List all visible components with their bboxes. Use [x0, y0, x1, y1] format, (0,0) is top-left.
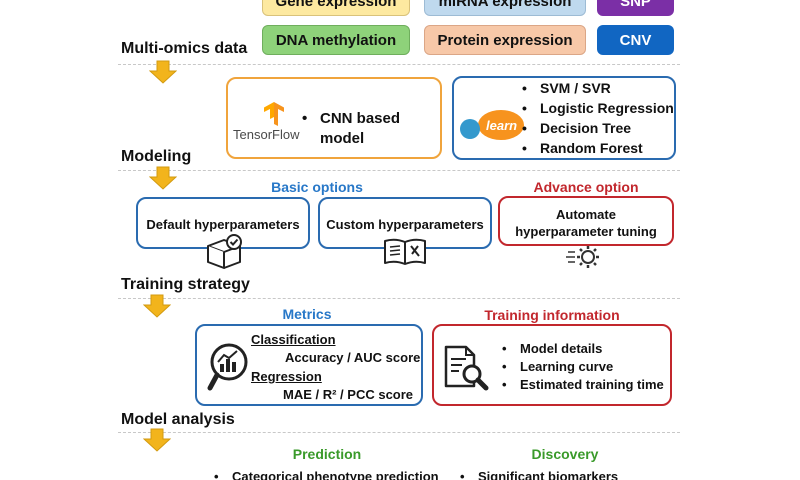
sklearn-item: Logistic Regression: [520, 98, 674, 118]
mirna-expression-label: miRNA expression: [438, 0, 572, 10]
tensorflow-logo-icon: [264, 102, 284, 126]
document-search-icon: [444, 345, 489, 391]
stage-multiomics-label: Multi-omics data: [121, 40, 248, 57]
cnv-label: CNV: [619, 31, 652, 49]
down-arrow-icon: [149, 60, 177, 84]
advance-option-title: Advance option: [533, 179, 639, 195]
automate-tuning-line2: hyperparameter tuning: [515, 224, 657, 239]
classification-metrics: Accuracy / AUC score: [285, 350, 421, 365]
discovery-item: Significant biomarkers: [458, 467, 618, 480]
training-info-item: Model details: [500, 340, 664, 358]
sklearn-item: SVM / SVR: [520, 78, 674, 98]
dna-methylation-pill: DNA methylation: [262, 25, 410, 55]
separator-3: [118, 298, 680, 299]
tensorflow-box: TensorFlow CNN based model: [226, 77, 442, 159]
regression-metrics: MAE / R² / PCC score: [283, 387, 414, 402]
custom-hyperparameters-label: Custom hyperparameters: [326, 217, 484, 232]
default-hyperparameters-label: Default hyperparameters: [146, 217, 300, 232]
auto-gear-icon: [566, 246, 599, 268]
metrics-title: Metrics: [282, 306, 332, 322]
chart-magnifier-icon: [207, 343, 248, 391]
training-info-item: Estimated training time: [500, 376, 664, 394]
automate-tuning-box: Automate hyperparameter tuning: [498, 196, 674, 246]
manual-book-icon: [384, 238, 426, 265]
sklearn-logo-text: learn: [486, 118, 518, 133]
training-information-box: Model details Learning curve Estimated t…: [432, 324, 672, 406]
training-information-title: Training information: [484, 307, 620, 323]
stage-modeling-label: Modeling: [121, 148, 192, 165]
automate-tuning-line1: Automate: [556, 207, 616, 222]
down-arrow-icon: [149, 166, 177, 190]
snp-label: SNP: [620, 0, 651, 10]
separator-2: [118, 170, 680, 171]
sklearn-item: Decision Tree: [520, 118, 674, 138]
training-info-item: Learning curve: [500, 358, 664, 376]
gene-expression-pill: Gene expression: [262, 0, 410, 16]
stage-training-strategy-label: Training strategy: [121, 276, 250, 293]
sklearn-box: learn SVM / SVR Logistic Regression Deci…: [452, 76, 676, 160]
discovery-title: Discovery: [531, 446, 599, 462]
gene-expression-label: Gene expression: [275, 0, 397, 10]
cnn-model-item: CNN based model: [300, 109, 440, 149]
prediction-item: Categorical phenotype prediction: [212, 467, 439, 480]
regression-label: Regression: [251, 369, 322, 384]
metrics-box: Classification Accuracy / AUC score Regr…: [195, 324, 423, 406]
down-arrow-icon: [143, 428, 171, 452]
down-arrow-icon: [143, 294, 171, 318]
basic-options-title: Basic options: [271, 179, 363, 195]
classification-label: Classification: [251, 332, 336, 347]
scikit-learn-logo-icon: [460, 110, 524, 140]
dna-methylation-label: DNA methylation: [275, 31, 397, 49]
separator-4: [118, 432, 680, 433]
tensorflow-label: TensorFlow: [233, 127, 300, 142]
snp-pill: SNP: [597, 0, 674, 16]
cnv-pill: CNV: [597, 25, 674, 55]
custom-hyperparameters-box: Custom hyperparameters: [318, 197, 492, 249]
separator-1: [118, 64, 680, 65]
protein-expression-label: Protein expression: [437, 31, 573, 49]
box-check-icon: [207, 234, 242, 269]
prediction-title: Prediction: [292, 446, 362, 462]
mirna-expression-pill: miRNA expression: [424, 0, 586, 16]
sklearn-item: Random Forest: [520, 138, 674, 158]
protein-expression-pill: Protein expression: [424, 25, 586, 55]
stage-model-analysis-label: Model analysis: [121, 411, 235, 428]
